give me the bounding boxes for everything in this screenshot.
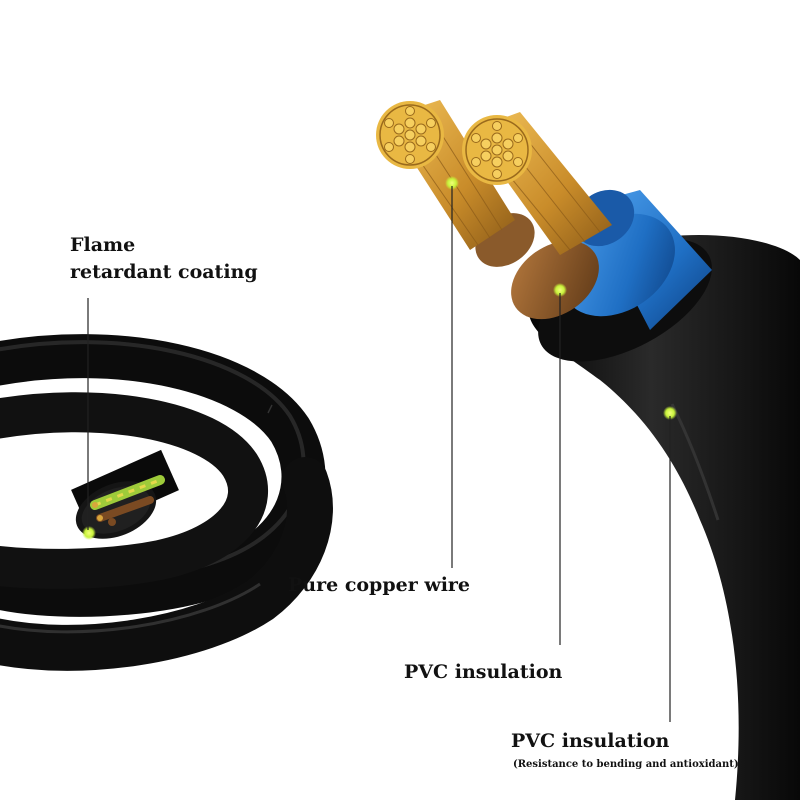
cross-section-cable	[376, 100, 800, 800]
pvc-inner-marker-dot	[553, 283, 567, 297]
copper-marker-dot	[445, 176, 459, 190]
copper-wire-label: Pure copper wire	[288, 574, 471, 596]
flame-label-line1: Flame	[70, 234, 136, 256]
flame-label-line2: retardant coating	[70, 261, 258, 283]
pvc-outer-note: (Resistance to bending and antioxidant)	[513, 759, 739, 770]
pvc-outer-label: PVC insulation	[511, 730, 670, 752]
flame-marker-dot	[82, 526, 96, 540]
flame-retardant-label: Flame retardant coating	[70, 232, 258, 286]
pvc-inner-label: PVC insulation	[404, 661, 563, 683]
leader-lines	[87, 186, 671, 722]
coiled-cable	[0, 334, 333, 671]
pvc-outer-marker-dot	[663, 406, 677, 420]
